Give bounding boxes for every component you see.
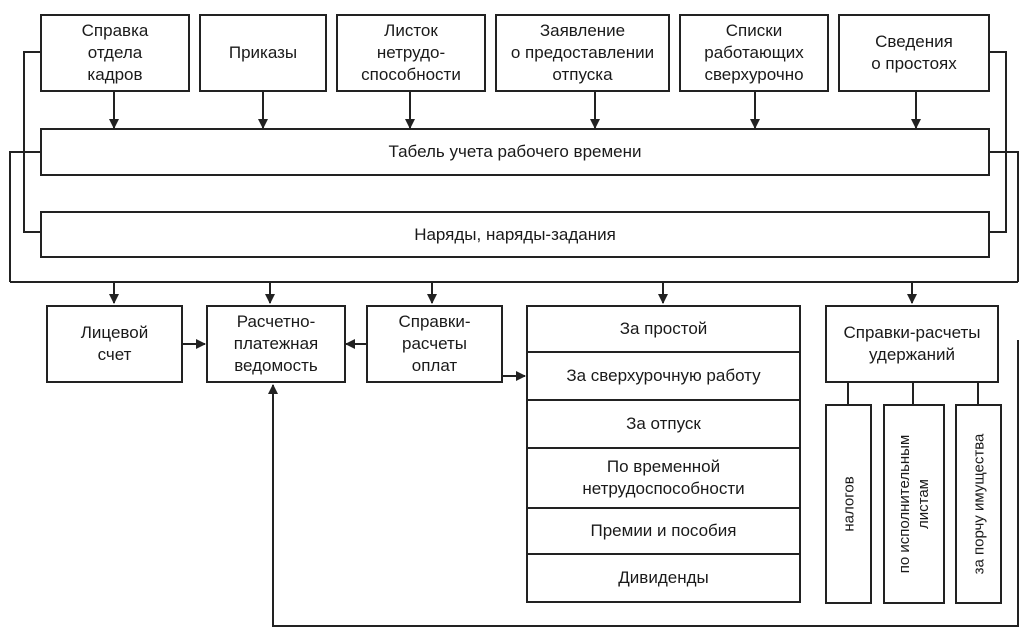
source-leave-application: Заявление о предоставлении отпуска	[495, 14, 670, 92]
label: Дивиденды	[618, 568, 709, 587]
payment-certs-box: Справки- расчеты оплат	[366, 305, 503, 383]
label: За сверхурочную работу	[566, 366, 761, 385]
deduction-item-writs: по исполнительным листам	[883, 404, 945, 604]
payment-item: За отпуск	[526, 399, 801, 449]
label: Справки- расчеты оплат	[398, 312, 471, 375]
label: Премии и пособия	[590, 521, 737, 540]
label: Наряды, наряды-задания	[414, 224, 616, 244]
payment-item: За простой	[526, 305, 801, 353]
payment-item: За сверхурочную работу	[526, 351, 801, 401]
work-orders-box: Наряды, наряды-задания	[40, 211, 990, 258]
deduction-item-damage: за порчу имущества	[955, 404, 1002, 604]
timesheet-box: Табель учета рабочего времени	[40, 128, 990, 176]
line-left-bus	[9, 151, 40, 282]
label: по исполнительным листам	[896, 434, 932, 574]
label: Сведения о простоях	[871, 32, 957, 73]
source-hr-certificate: Справка отдела кадров	[40, 14, 190, 92]
label: Заявление о предоставлении отпуска	[510, 21, 655, 84]
source-sick-leave: Листок нетрудо- способности	[336, 14, 486, 92]
label: Листок нетрудо- способности	[361, 21, 461, 84]
payment-item: Дивиденды	[526, 553, 801, 603]
deduction-certs-box: Справки-расчеты удержаний	[825, 305, 999, 383]
label: за порчу имущества	[970, 433, 987, 575]
label: За простой	[619, 319, 708, 338]
label: Списки работающих сверхурочно	[704, 21, 804, 84]
personal-account-box: Лицевой счет	[46, 305, 183, 383]
source-downtime-info: Сведения о простоях	[838, 14, 990, 92]
label: Лицевой счет	[80, 323, 149, 364]
label: Расчетно- платежная ведомость	[233, 312, 319, 375]
source-orders: Приказы	[199, 14, 327, 92]
deduction-item-taxes: налогов	[825, 404, 872, 604]
payment-item: Премии и пособия	[526, 507, 801, 555]
label: Приказы	[228, 43, 298, 62]
label: Справка отдела кадров	[81, 21, 149, 84]
label: налогов	[840, 476, 857, 532]
label: По временной нетрудоспособности	[582, 457, 745, 498]
arrow-deductions-feedback	[268, 340, 1019, 627]
label: Справки-расчеты удержаний	[843, 323, 981, 364]
label: За отпуск	[626, 414, 701, 433]
line-hr-bypass	[23, 51, 40, 233]
line-right-bus	[990, 151, 1019, 282]
payment-item: По временной нетрудоспособности	[526, 447, 801, 509]
source-overtime-lists: Списки работающих сверхурочно	[679, 14, 829, 92]
label: Табель учета рабочего времени	[388, 142, 642, 161]
payroll-box: Расчетно- платежная ведомость	[206, 305, 346, 383]
line-downtime-bypass	[990, 51, 1007, 233]
